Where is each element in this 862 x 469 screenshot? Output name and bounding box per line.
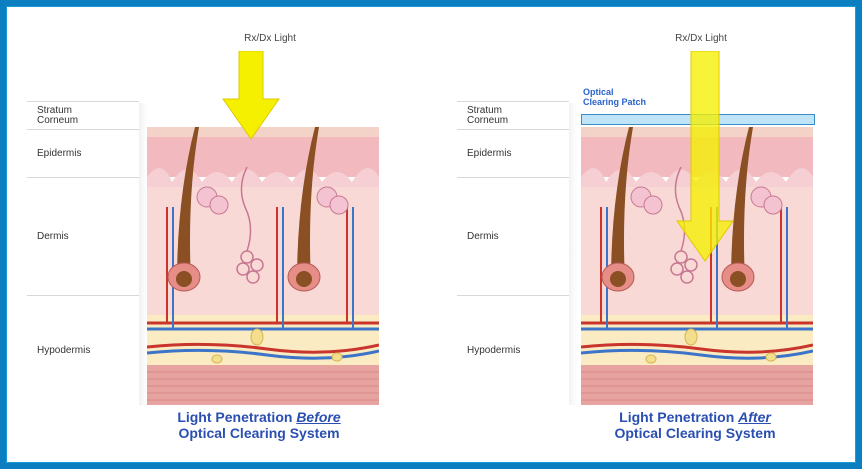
patch-label: Optical Clearing Patch xyxy=(583,87,646,107)
caption-after: Light Penetration After Optical Clearing… xyxy=(565,409,825,441)
caption-line1: Light Penetration xyxy=(619,409,738,425)
skin-cross-section xyxy=(147,127,379,405)
layer-label-epidermis: Epidermis xyxy=(457,129,569,177)
patch-label-line2: Clearing Patch xyxy=(583,97,646,107)
layer-label-text: Stratum Corneum xyxy=(467,106,508,126)
layer-label-stratum: Stratum Corneum xyxy=(27,101,139,129)
muscle-layer xyxy=(147,365,379,405)
light-label: Rx/Dx Light xyxy=(210,33,330,44)
light-label: Rx/Dx Light xyxy=(641,33,761,44)
layer-label-text: Epidermis xyxy=(37,148,81,159)
layer-label-text: Dermis xyxy=(467,231,499,242)
layer-label-text: Stratum Corneum xyxy=(37,106,78,126)
panel-after: Rx/Dx Light Stratum Corneum Epidermis De… xyxy=(437,7,847,462)
caption-before: Light Penetration Before Optical Clearin… xyxy=(129,409,389,441)
light-arrow-long xyxy=(675,51,735,263)
layer-label-epidermis: Epidermis xyxy=(27,129,139,177)
patch-label-line1: Optical xyxy=(583,87,646,97)
light-arrow-short xyxy=(221,51,281,141)
caption-emphasis: Before xyxy=(296,409,340,425)
layer-label-dermis: Dermis xyxy=(457,177,569,295)
layer-label-text: Dermis xyxy=(37,231,69,242)
caption-line1: Light Penetration xyxy=(177,409,296,425)
caption-line2: Optical Clearing System xyxy=(178,425,339,441)
layer-label-text: Hypodermis xyxy=(467,345,520,356)
muscle-layer xyxy=(581,365,813,405)
caption-emphasis: After xyxy=(738,409,771,425)
layer-label-stratum: Stratum Corneum xyxy=(457,101,569,129)
layer-label-dermis: Dermis xyxy=(27,177,139,295)
figure-frame: Rx/Dx Light Stratum Corneum Epidermis De… xyxy=(6,6,856,463)
layer-label-hypodermis: Hypodermis xyxy=(457,295,569,405)
panel-before: Rx/Dx Light Stratum Corneum Epidermis De… xyxy=(7,7,417,462)
epidermis-layer xyxy=(147,137,379,177)
caption-line2: Optical Clearing System xyxy=(614,425,775,441)
layer-label-text: Hypodermis xyxy=(37,345,90,356)
layer-label-hypodermis: Hypodermis xyxy=(27,295,139,405)
layer-label-text: Epidermis xyxy=(467,148,511,159)
